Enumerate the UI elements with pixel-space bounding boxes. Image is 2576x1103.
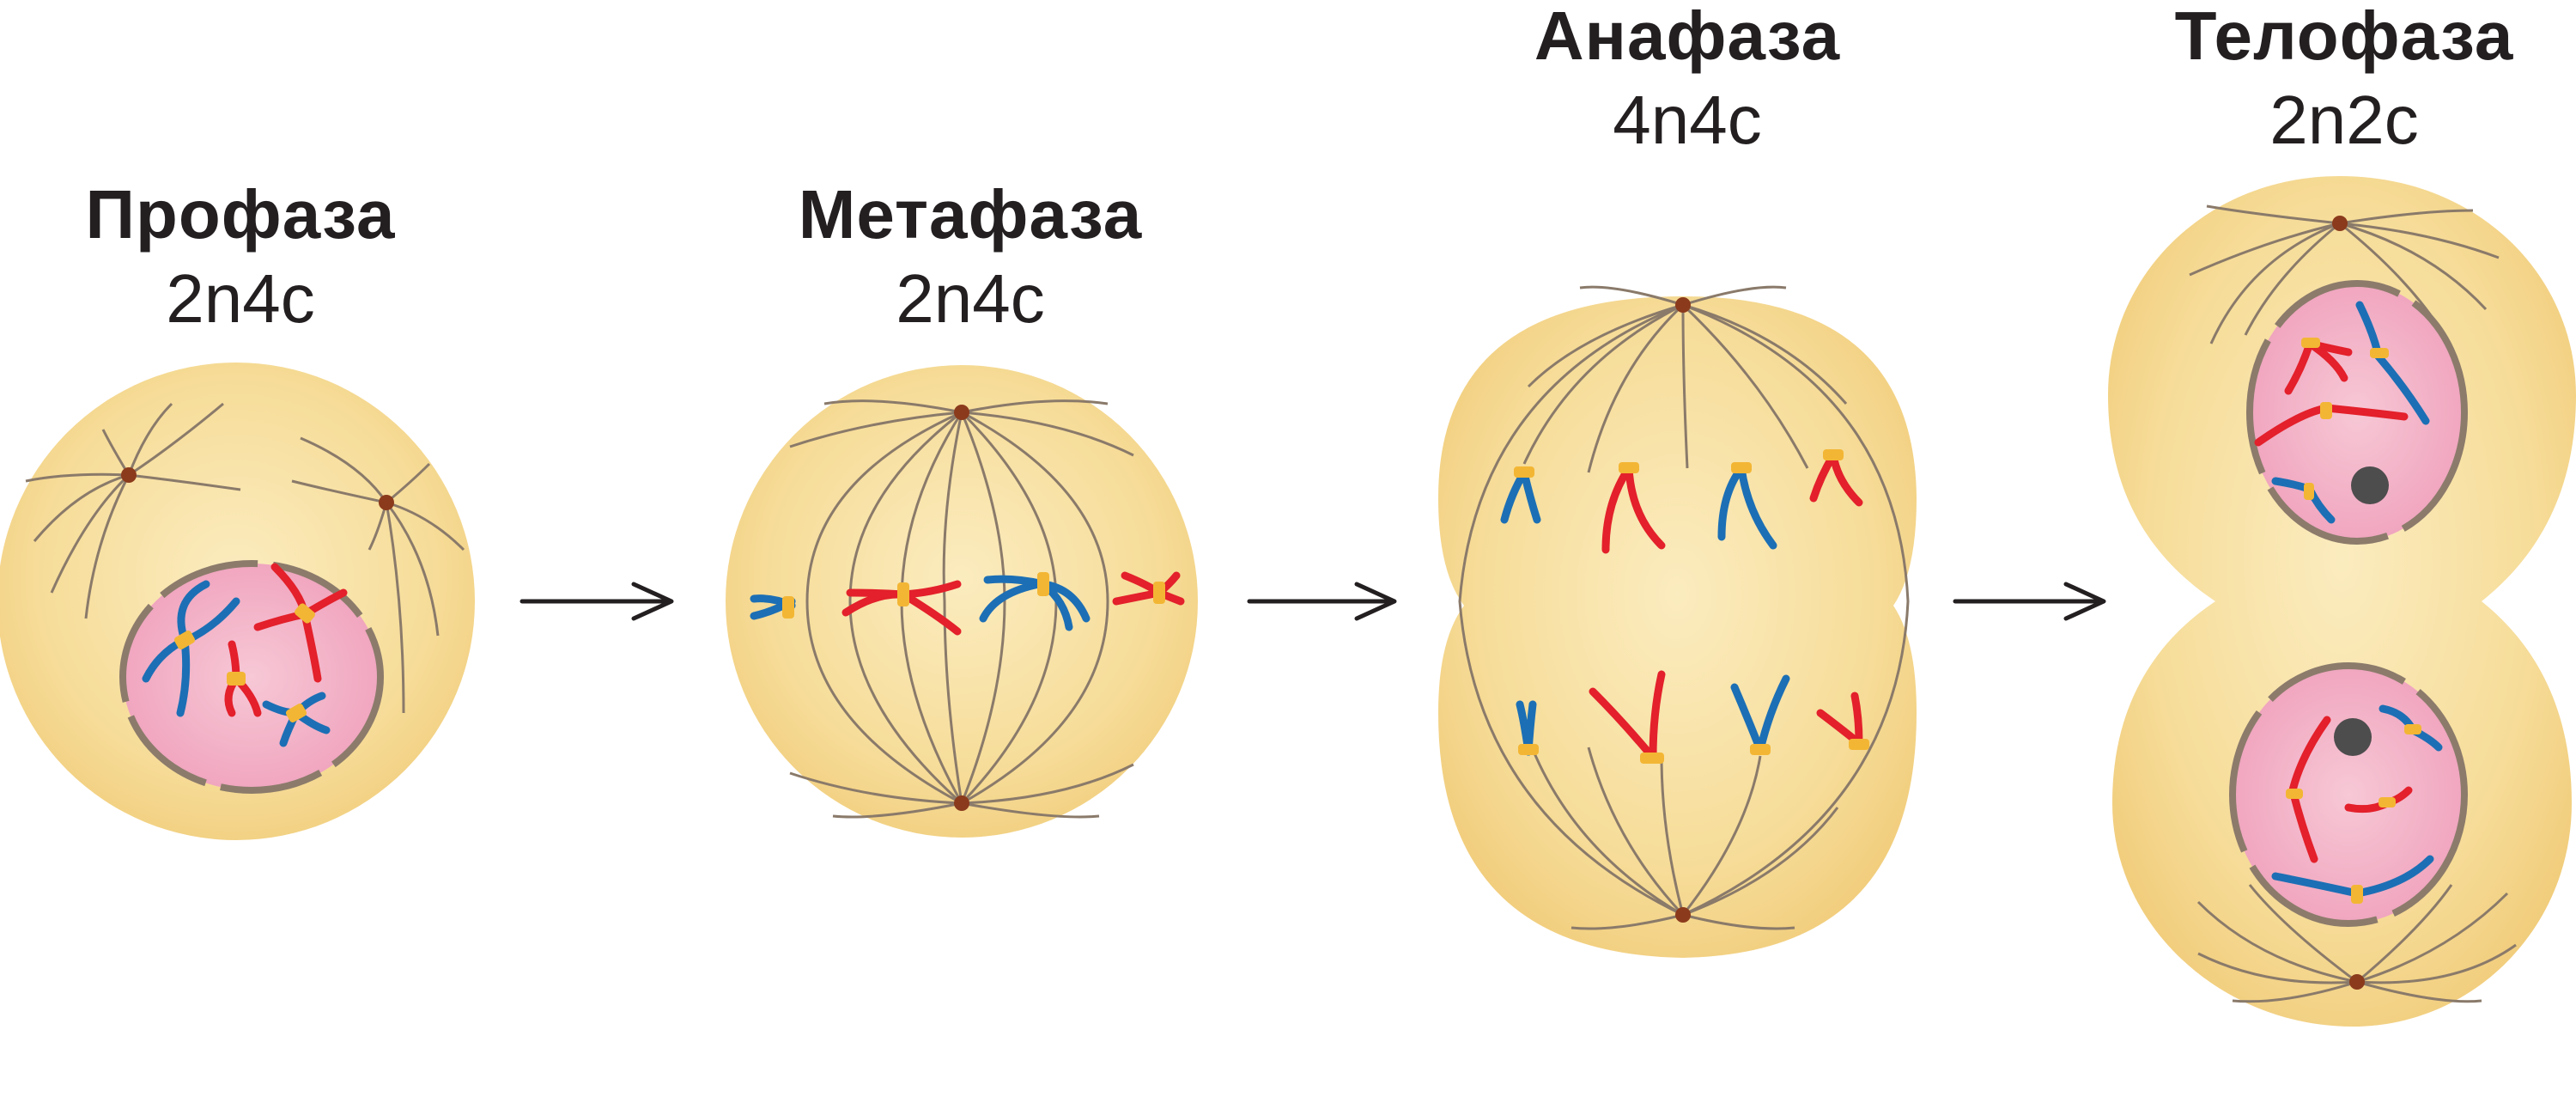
arrow-metaphase-to-anaphase xyxy=(1247,582,1397,621)
arrow-prophase-to-metaphase xyxy=(519,582,674,621)
telophase-centriole-bottom xyxy=(2349,974,2365,990)
prophase-label: Профаза 2n4c xyxy=(52,180,429,333)
anaphase-centriole-bottom xyxy=(1675,907,1691,923)
prophase-cell xyxy=(0,363,475,840)
metaphase-centriole-bottom xyxy=(954,795,969,811)
metaphase-label: Метафаза 2n4c xyxy=(764,180,1176,333)
telophase-bottom-nucleus xyxy=(2229,662,2468,927)
anaphase-title: Анафаза xyxy=(1534,0,1841,74)
telophase-cell xyxy=(2108,176,2576,1027)
prophase-centriole-left xyxy=(121,467,137,483)
prophase-nucleus xyxy=(119,560,384,794)
prophase-centromeres xyxy=(173,603,315,722)
telophase-top-centromeres xyxy=(2301,338,2389,500)
anaphase-formula: 4n4c xyxy=(1613,82,1762,158)
anaphase-label: Анафаза 4n4c xyxy=(1494,2,1880,155)
metaphase-centriole-top xyxy=(954,405,969,420)
telophase-bottom-nucleolus xyxy=(2334,718,2372,756)
prophase-title: Профаза xyxy=(85,176,396,253)
prophase-centriole-right xyxy=(379,495,394,510)
anaphase-centriole-top xyxy=(1675,297,1691,313)
telophase-spindle xyxy=(2189,204,2517,1003)
arrow-anaphase-to-telophase xyxy=(1953,582,2106,621)
telophase-centriole-top xyxy=(2332,216,2348,231)
metaphase-centromeres xyxy=(782,572,1165,619)
anaphase-centromeres xyxy=(1514,449,1869,764)
telophase-title: Телофаза xyxy=(2174,0,2514,74)
prophase-formula: 2n4c xyxy=(166,260,315,337)
telophase-formula: 2n2c xyxy=(2269,82,2419,158)
metaphase-spindle xyxy=(789,399,1134,819)
anaphase-spindle xyxy=(1458,285,1910,930)
metaphase-formula: 2n4c xyxy=(896,260,1045,337)
anaphase-cell xyxy=(1438,285,1917,958)
metaphase-cytoplasm xyxy=(726,365,1198,838)
anaphase-cytoplasm xyxy=(1438,296,1917,958)
metaphase-cell xyxy=(726,365,1198,838)
prophase-asters xyxy=(25,402,465,714)
telophase-label: Телофаза 2n2c xyxy=(2138,2,2550,155)
metaphase-title: Метафаза xyxy=(798,176,1143,253)
telophase-top-nucleolus xyxy=(2351,466,2389,504)
telophase-bottom-centromeres xyxy=(2286,724,2421,904)
